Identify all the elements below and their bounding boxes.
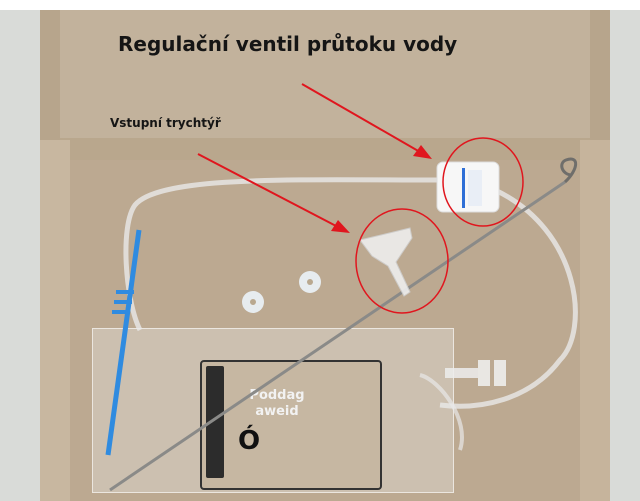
package-label-card: Poddag aweid Ó xyxy=(200,360,382,490)
arrow-valve xyxy=(301,83,421,153)
box-lid-edge-left xyxy=(40,10,60,150)
card-text: Poddag aweid xyxy=(249,388,305,419)
washer-icon xyxy=(242,291,264,313)
highlight-circle-valve xyxy=(442,137,524,227)
arrow-head-funnel-icon xyxy=(331,220,350,233)
arrow-head-valve-icon xyxy=(413,145,432,159)
box-lid-edge-right xyxy=(590,10,610,150)
metal-rod xyxy=(109,180,566,492)
box-lid xyxy=(40,10,610,150)
washer-icon xyxy=(299,271,321,293)
card-dark-strip xyxy=(206,366,224,478)
funnel-icon xyxy=(359,227,413,297)
rod-hook xyxy=(560,157,578,184)
annotation-title: Regulační ventil průtoku vody xyxy=(118,32,458,56)
flow-valve-icon xyxy=(436,161,500,213)
tube-connector-icon xyxy=(445,360,506,386)
annotation-funnel-label: Vstupní trychtýř xyxy=(110,116,221,130)
tube-right xyxy=(439,187,578,409)
blue-clamp-icon xyxy=(105,229,142,456)
arrow-funnel xyxy=(197,153,339,228)
box-side-right xyxy=(580,140,610,501)
highlight-circle-funnel xyxy=(355,208,449,314)
card-glyph: Ó xyxy=(238,426,261,456)
box-side-left xyxy=(40,140,70,501)
tube-left xyxy=(123,177,441,332)
